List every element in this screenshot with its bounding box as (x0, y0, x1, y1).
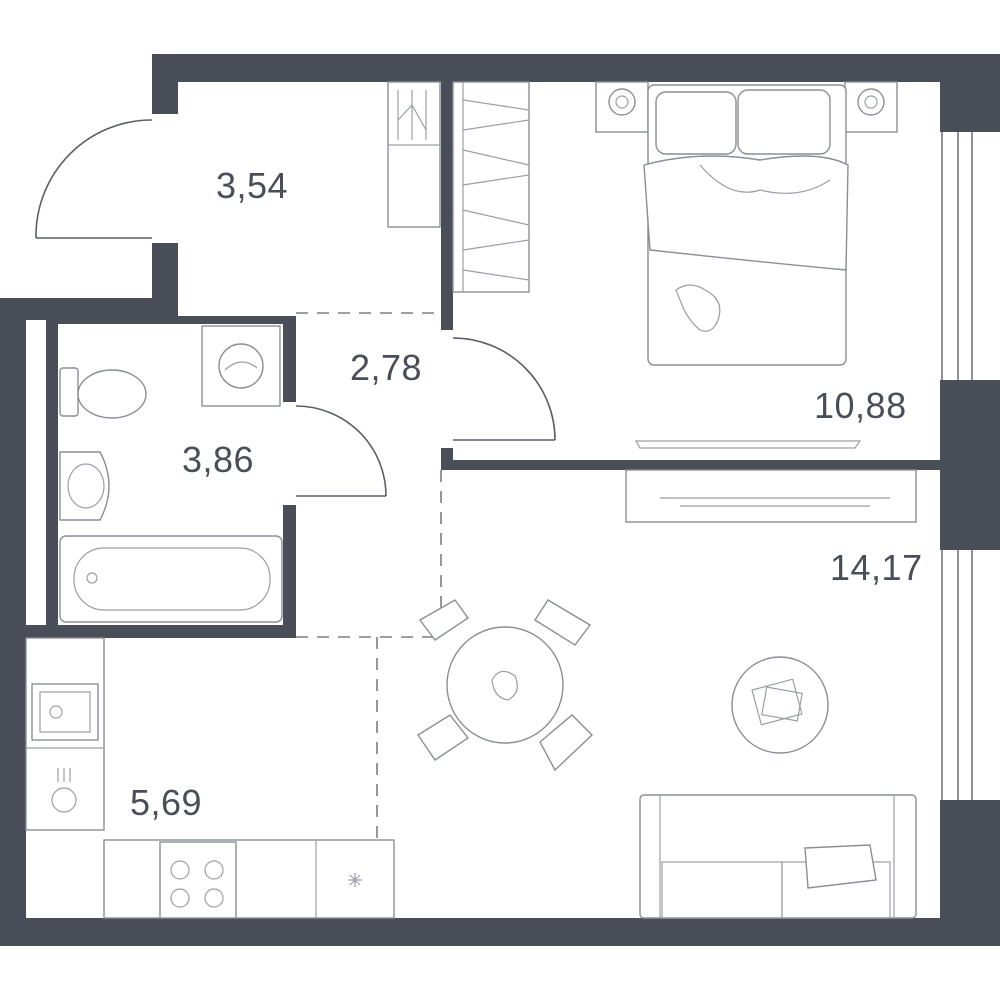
wall-bath-bottom (26, 625, 296, 638)
wardrobe-icon (452, 81, 530, 293)
tv-icon (625, 469, 917, 523)
wall-bedroom-bottom (441, 460, 941, 470)
door-icon (35, 119, 153, 239)
chair-icon (539, 714, 594, 772)
bed-icon (643, 84, 849, 366)
area-label-living: 14,17 (830, 547, 923, 588)
wardrobe-icon (387, 81, 441, 228)
area-label-bathroom: 3,86 (182, 439, 254, 480)
wall-bath-right-upper (283, 316, 296, 402)
fridge-icon (348, 873, 362, 887)
wall-bath-inner (46, 320, 58, 638)
tap-icon (51, 768, 77, 813)
sink-icon (59, 451, 110, 521)
wall-top (152, 54, 942, 82)
wall-left-outer (0, 298, 26, 946)
chair-icon (417, 714, 470, 761)
kitchen-sink-icon (31, 683, 99, 741)
door-icon (295, 405, 387, 497)
wall-bottom (0, 918, 1000, 946)
zone-lines (296, 312, 442, 918)
chair-icon (534, 599, 592, 646)
door-icon (452, 337, 556, 441)
stove-icon (159, 841, 237, 919)
area-label-bedroom: 10,88 (814, 385, 907, 426)
toilet-icon (59, 367, 147, 419)
wall-bath-right-lower (283, 505, 296, 638)
tv-icon (634, 440, 862, 449)
wall-hall-left-upper (152, 54, 178, 114)
washing-machine-icon (201, 325, 281, 407)
nightstand-icon (595, 81, 649, 133)
window-icon (941, 132, 973, 800)
area-label-hall: 3,54 (216, 165, 288, 206)
wall-left-ledge (0, 298, 178, 320)
bathtub-icon (59, 535, 283, 623)
area-label-corridor: 2,78 (350, 347, 422, 388)
wall-right-middle (940, 380, 1000, 550)
wall-bedroom-left (441, 82, 453, 330)
wall-bath-top (46, 316, 296, 324)
walls (0, 54, 1000, 946)
area-label-kitchen: 5,69 (130, 782, 202, 823)
coffee-table-icon (731, 656, 829, 754)
wall-hall-left-lower (152, 243, 178, 301)
dining-table-icon (446, 626, 564, 744)
area-labels: 3,54 2,78 3,86 10,88 14,17 5,69 (130, 165, 923, 823)
wall-corner-tr (940, 54, 1000, 132)
sofa-icon (639, 794, 917, 919)
chair-icon (418, 599, 469, 641)
nightstand-icon (844, 81, 898, 133)
